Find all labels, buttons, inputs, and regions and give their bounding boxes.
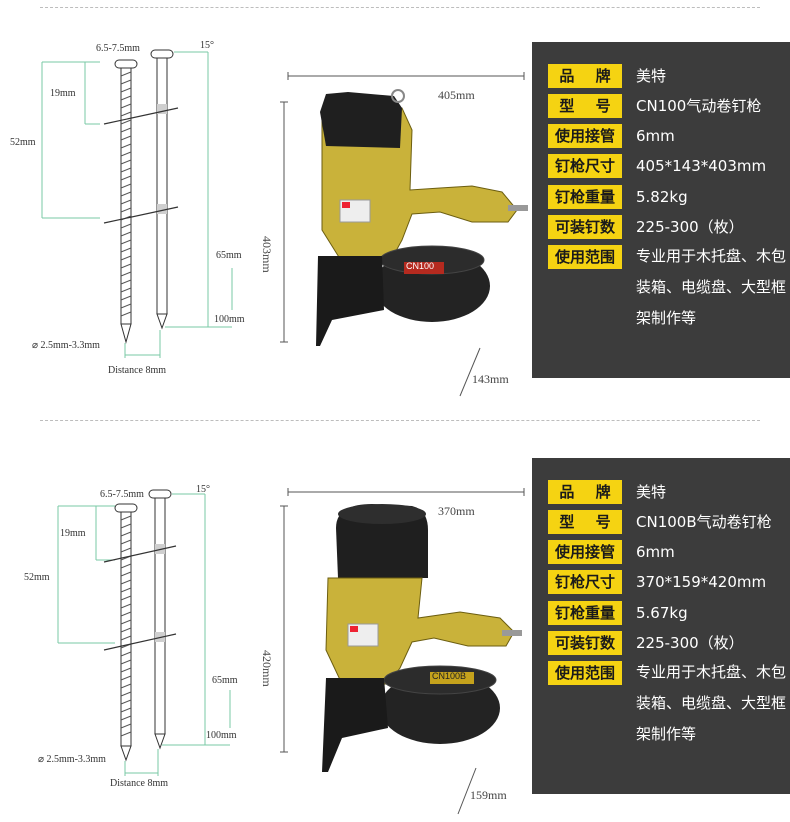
spec-value: 6mm bbox=[636, 543, 675, 561]
model-badge bbox=[404, 262, 444, 274]
nail-diagram: 6.5-7.5mm 15° 19mm 52mm 65mm 100mm ⌀ 2.5… bbox=[0, 0, 270, 390]
length-19-label: 19mm bbox=[60, 528, 86, 539]
height-dimension: 420mm bbox=[260, 650, 274, 687]
spec-value: 美特 bbox=[636, 483, 667, 501]
spec-row-weight: 钉枪重量 5.82kg bbox=[548, 185, 790, 211]
spec-row-weight: 钉枪重量 5.67kg bbox=[548, 601, 790, 627]
nail-right bbox=[148, 489, 172, 750]
spec-key: 可装钉数 bbox=[548, 631, 622, 655]
spec-key: 使用范围 bbox=[548, 245, 622, 269]
spec-row-capacity: 可装钉数 225-300（枚） bbox=[548, 215, 790, 241]
spec-panel: 品 牌 美特 型 号 CN100B气动卷钉枪 使用接管 6mm 钉枪尺寸 370… bbox=[532, 458, 790, 794]
nail-diagram: 6.5-7.5mm 15° 19mm 52mm 65mm 100mm ⌀ 2.5… bbox=[0, 418, 270, 808]
length-52-label: 52mm bbox=[10, 137, 36, 148]
spec-row-fitting: 使用接管 6mm bbox=[548, 540, 790, 566]
nail-left bbox=[114, 59, 138, 344]
length-100-label: 100mm bbox=[206, 730, 237, 741]
spec-value: CN100气动卷钉枪 bbox=[636, 97, 762, 115]
tool-image-area: 370mm 420mm 159mm CN100B bbox=[260, 418, 532, 818]
tool-badge-text: CN100 bbox=[406, 261, 435, 271]
spec-value: 专业用于木托盘、木包装箱、电缆盘、大型框架制作等 bbox=[636, 663, 787, 743]
spec-value: 405*143*403mm bbox=[636, 157, 767, 175]
head-diameter-label: 6.5-7.5mm bbox=[100, 489, 144, 500]
distance-label: Distance 8mm bbox=[108, 365, 167, 376]
spec-value: 225-300（枚） bbox=[636, 218, 744, 236]
spec-row-model: 型 号 CN100B气动卷钉枪 bbox=[548, 510, 790, 536]
shank-diameter-label: ⌀ 2.5mm-3.3mm bbox=[32, 340, 100, 351]
nail-left bbox=[114, 503, 138, 762]
spec-key: 使用范围 bbox=[548, 661, 622, 685]
width-dimension: 405mm bbox=[438, 88, 475, 102]
product-section-1: 6.5-7.5mm 15° 19mm 52mm 65mm 100mm ⌀ 2.5… bbox=[0, 0, 790, 400]
spec-panel: 品 牌 美特 型 号 CN100气动卷钉枪 使用接管 6mm 钉枪尺寸 405*… bbox=[532, 42, 790, 378]
spec-value: 专业用于木托盘、木包装箱、电缆盘、大型框架制作等 bbox=[636, 247, 787, 327]
length-65-label: 65mm bbox=[216, 250, 242, 261]
spec-value: 6mm bbox=[636, 127, 675, 145]
tool-badge-text: CN100B bbox=[432, 671, 467, 681]
coil-nailer-illustration bbox=[280, 488, 525, 815]
spec-value: 225-300（枚） bbox=[636, 634, 744, 652]
spec-key: 钉枪重量 bbox=[548, 601, 622, 625]
spec-row-brand: 品 牌 美特 bbox=[548, 480, 790, 506]
spec-key: 使用接管 bbox=[548, 540, 622, 564]
angle-label: 15° bbox=[196, 484, 210, 495]
nail-drawing bbox=[41, 49, 233, 358]
spec-key: 品 牌 bbox=[548, 480, 622, 504]
spec-key: 型 号 bbox=[548, 510, 622, 534]
distance-label: Distance 8mm bbox=[110, 778, 169, 789]
shank-diameter-label: ⌀ 2.5mm-3.3mm bbox=[38, 754, 106, 765]
tool-image-area: 405mm 403mm 143mm CN100 bbox=[260, 0, 532, 400]
spec-row-usage: 使用范围 专业用于木托盘、木包装箱、电缆盘、大型框架制作等 bbox=[548, 245, 790, 345]
middle-divider bbox=[40, 420, 760, 421]
spec-value: CN100B气动卷钉枪 bbox=[636, 513, 772, 531]
spec-value: 5.67kg bbox=[636, 604, 688, 622]
spec-row-usage: 使用范围 专业用于木托盘、木包装箱、电缆盘、大型框架制作等 bbox=[548, 661, 790, 761]
spec-row-size: 钉枪尺寸 370*159*420mm bbox=[548, 570, 790, 596]
top-divider bbox=[40, 7, 760, 8]
head-diameter-label: 6.5-7.5mm bbox=[96, 43, 140, 54]
spec-row-fitting: 使用接管 6mm bbox=[548, 124, 790, 150]
spec-key: 钉枪尺寸 bbox=[548, 154, 622, 178]
depth-dimension: 159mm bbox=[470, 788, 507, 802]
nail-right bbox=[150, 49, 174, 330]
spec-row-size: 钉枪尺寸 405*143*403mm bbox=[548, 154, 790, 180]
length-65-label: 65mm bbox=[212, 675, 238, 686]
spec-row-model: 型 号 CN100气动卷钉枪 bbox=[548, 94, 790, 120]
spec-value: 370*159*420mm bbox=[636, 573, 767, 591]
length-100-label: 100mm bbox=[214, 314, 245, 325]
spec-value: 美特 bbox=[636, 67, 667, 85]
angle-label: 15° bbox=[200, 40, 214, 51]
spec-row-capacity: 可装钉数 225-300（枚） bbox=[548, 631, 790, 657]
spec-value: 5.82kg bbox=[636, 188, 688, 206]
spec-key: 品 牌 bbox=[548, 64, 622, 88]
spec-key: 可装钉数 bbox=[548, 215, 622, 239]
length-52-label: 52mm bbox=[24, 572, 50, 583]
model-badge bbox=[430, 672, 474, 684]
width-dimension: 370mm bbox=[438, 504, 475, 518]
product-section-2: 6.5-7.5mm 15° 19mm 52mm 65mm 100mm ⌀ 2.5… bbox=[0, 418, 790, 818]
spec-key: 钉枪尺寸 bbox=[548, 570, 622, 594]
height-dimension: 403mm bbox=[260, 236, 274, 273]
spec-key: 钉枪重量 bbox=[548, 185, 622, 209]
depth-dimension: 143mm bbox=[472, 372, 509, 386]
nail-drawing bbox=[57, 489, 231, 776]
length-19-label: 19mm bbox=[50, 88, 76, 99]
spec-key: 型 号 bbox=[548, 94, 622, 118]
coil-nailer-illustration bbox=[280, 72, 528, 397]
spec-key: 使用接管 bbox=[548, 124, 622, 148]
spec-row-brand: 品 牌 美特 bbox=[548, 64, 790, 90]
